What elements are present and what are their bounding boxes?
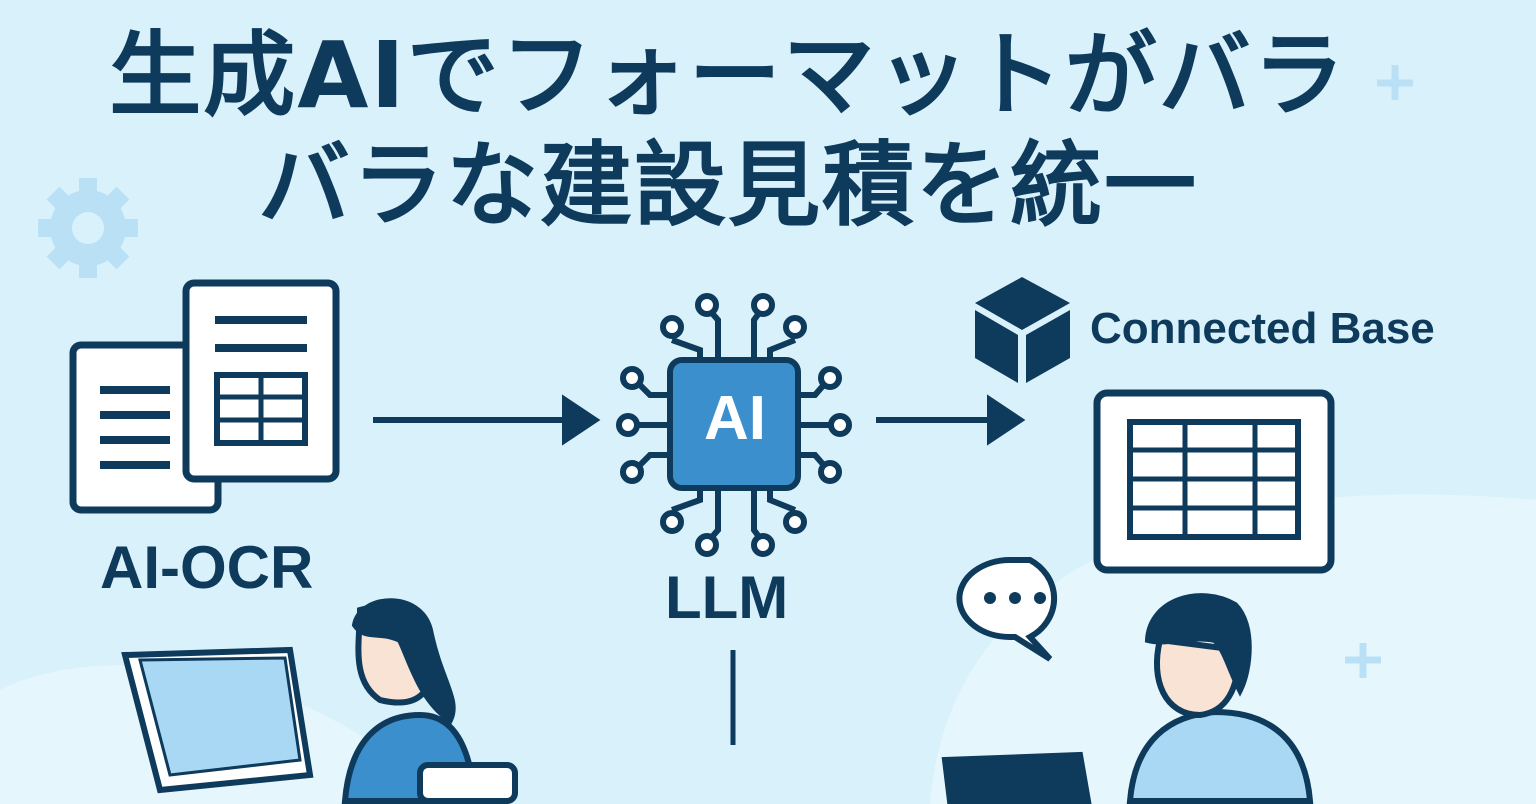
title-line-1: 生成AIでフォーマットがバラ xyxy=(109,22,1347,129)
connected-base-label: Connected Base xyxy=(1090,304,1435,353)
title-line-2: バラな建設見積を統一 xyxy=(257,132,1198,239)
plus-icon xyxy=(1345,65,1413,678)
llm-label: LLM xyxy=(665,564,789,631)
ai-ocr-label: AI-OCR xyxy=(100,534,314,601)
documents-icon xyxy=(69,279,340,514)
ai-chip-icon xyxy=(616,293,852,557)
spreadsheet-icon xyxy=(1093,389,1335,574)
cube-icon xyxy=(975,277,1070,383)
arrow-right-icon xyxy=(373,394,1026,446)
ai-chip-label: AI xyxy=(704,384,766,453)
speech-bubble-icon xyxy=(956,557,1058,662)
man-at-laptop xyxy=(941,593,1314,804)
woman-at-computer xyxy=(121,598,518,804)
gear-icon xyxy=(38,178,138,278)
